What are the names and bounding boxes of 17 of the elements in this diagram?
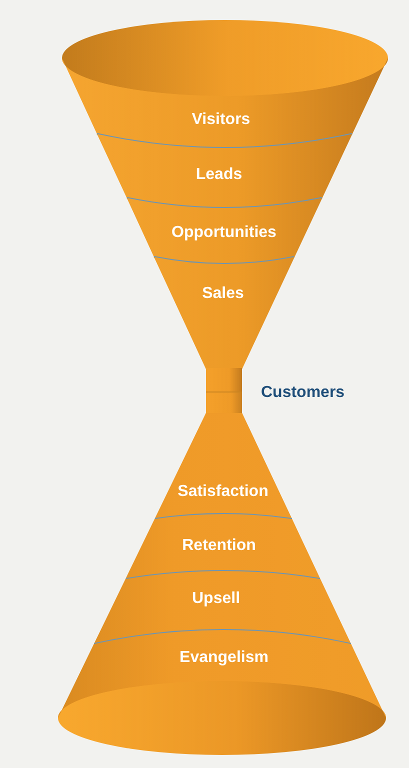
stage-label: Retention: [182, 538, 256, 554]
funnel-band: [94, 571, 351, 645]
stage-label: Satisfaction: [178, 484, 268, 500]
funnel-band: [126, 513, 320, 580]
funnel-band: [62, 58, 388, 149]
funnel-band: [58, 629, 386, 718]
funnel-band: [97, 133, 352, 209]
stage-label: Evangelism: [180, 650, 268, 666]
stage-label: Opportunities: [172, 225, 276, 241]
funnel-band: [154, 256, 294, 369]
stage-label: Leads: [196, 167, 242, 183]
funnel-band: [155, 413, 292, 520]
stage-label: Visitors: [192, 112, 250, 128]
stage-label: Upsell: [192, 591, 240, 607]
side-label: Customers: [261, 385, 345, 401]
funnel-band: [127, 197, 322, 265]
stage-label: Sales: [202, 286, 244, 302]
